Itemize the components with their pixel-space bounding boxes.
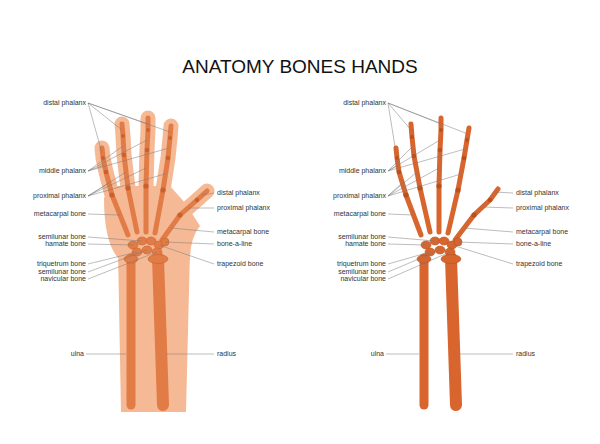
part-label: semilunar bone	[38, 268, 86, 276]
leader-line	[88, 103, 170, 153]
joint	[397, 170, 402, 175]
part-label: bone-a-line	[516, 240, 551, 248]
joint	[439, 128, 443, 132]
joint	[109, 192, 114, 197]
finger-bone	[146, 118, 148, 232]
part-label: semilunar bone	[38, 233, 86, 241]
bone-head	[441, 255, 461, 264]
part-label: radius	[516, 350, 535, 358]
part-label: ulna	[71, 350, 84, 358]
part-label: metacarpal bone	[34, 210, 86, 218]
part-label: proximal phalanx	[516, 204, 569, 212]
part-label: hamate bone	[345, 240, 386, 248]
part-label: proximal phalanx	[33, 192, 86, 200]
joint	[455, 187, 460, 192]
joint	[145, 148, 150, 153]
part-label: distal phalanx	[43, 99, 86, 107]
leader-line	[88, 168, 165, 196]
finger-bone	[155, 126, 171, 233]
part-label: trapezoid bone	[217, 260, 263, 268]
part-label: middle phalanx	[339, 167, 386, 175]
joint	[488, 198, 493, 203]
part-label: distal phalanx	[217, 189, 260, 197]
part-label: triquetrum bone	[37, 260, 86, 268]
part-label: navicular bone	[340, 275, 386, 283]
leader-line	[452, 192, 513, 354]
radius-bone	[451, 258, 456, 405]
joint	[122, 153, 127, 158]
joints	[395, 128, 492, 218]
joint	[438, 148, 443, 153]
leader-line	[388, 168, 461, 196]
part-label: metacarpal bone	[334, 210, 386, 218]
part-label: ulna	[371, 350, 384, 358]
ulna-bone	[127, 258, 136, 405]
bone-head	[148, 255, 168, 264]
leader-line	[159, 193, 214, 354]
part-label: metacarpal bone	[217, 228, 269, 236]
joint	[395, 156, 399, 160]
joint	[403, 192, 408, 197]
part-label: semilunar bone	[338, 233, 386, 241]
finger-bone	[439, 118, 441, 232]
forearm-skin	[118, 250, 190, 412]
ulna-bone	[420, 258, 429, 405]
leader-line	[386, 214, 450, 354]
finger-bone	[455, 189, 498, 240]
finger-bones	[396, 118, 498, 405]
joint	[195, 198, 200, 203]
joint	[410, 135, 414, 139]
diagram-title: ANATOMY BONES HANDS	[182, 56, 417, 78]
radius-bone	[158, 258, 163, 405]
joint	[121, 134, 125, 138]
finger-bone	[162, 191, 207, 240]
joint	[471, 212, 476, 217]
joint	[465, 138, 469, 142]
joint	[104, 170, 109, 175]
finger-bones	[102, 118, 207, 405]
part-label: radius	[217, 350, 236, 358]
joint	[168, 136, 172, 140]
part-label: distal phalanx	[516, 189, 559, 197]
part-label: distal phalanx	[343, 99, 386, 107]
leader-line	[86, 214, 157, 354]
part-label: metacarpal bone	[516, 228, 568, 236]
joint	[462, 156, 467, 161]
joint	[177, 212, 182, 217]
part-label: middle phalanx	[39, 167, 86, 175]
part-label: bone-a-line	[217, 240, 252, 248]
joint	[160, 187, 165, 192]
leader-line	[388, 103, 468, 153]
part-label: navicular bone	[40, 275, 86, 283]
leader-line	[388, 140, 465, 171]
joint	[436, 183, 441, 188]
joint	[143, 183, 148, 188]
part-label: hamate bone	[45, 240, 86, 248]
part-label: proximal phalanx	[333, 192, 386, 200]
finger-bone	[448, 128, 469, 233]
part-label: semilunar bone	[338, 268, 386, 276]
joint	[146, 128, 150, 132]
leader-line	[88, 140, 169, 171]
part-label: proximal phalanx	[217, 204, 270, 212]
part-label: trapezoid bone	[516, 260, 562, 268]
joints	[101, 128, 199, 218]
joint	[166, 156, 171, 161]
joint	[125, 185, 130, 190]
finger-bone	[122, 124, 137, 232]
part-label: triquetrum bone	[337, 260, 386, 268]
leader-lines	[86, 103, 513, 354]
